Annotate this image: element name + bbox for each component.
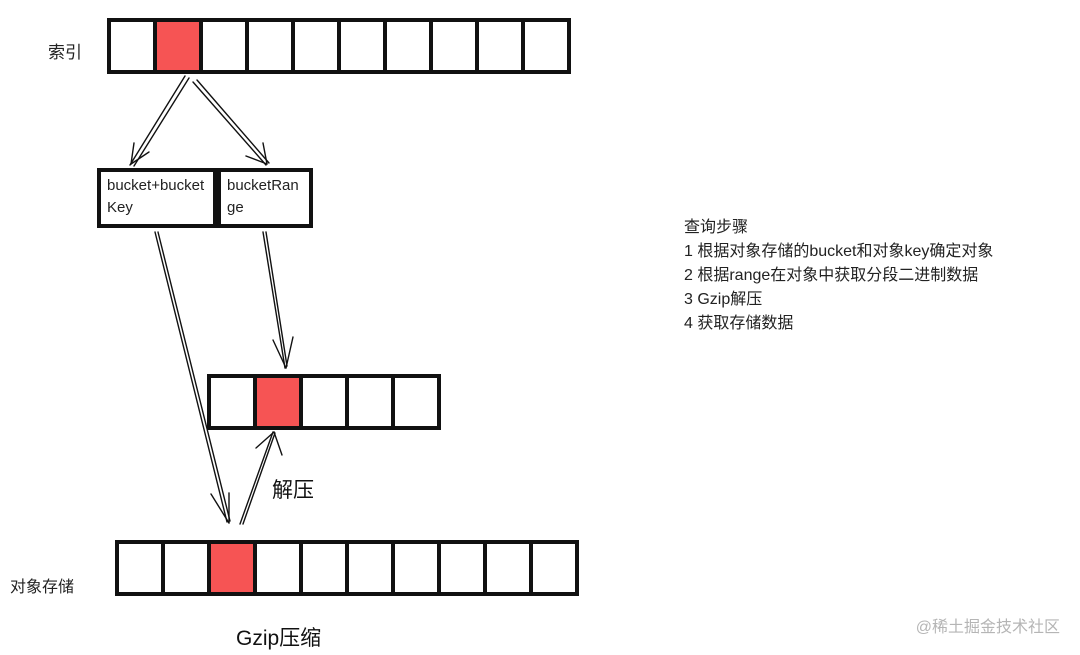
watermark: @稀土掘金技术社区 [915,619,1060,636]
storage-cell [391,540,441,596]
storage-cell [161,540,211,596]
step-3: 3 Gzip解压 [684,291,763,308]
query-steps: 查询步骤 1 根据对象存储的bucket和对象key确定对象 2 根据range… [684,216,993,336]
index-cell [475,18,525,74]
step-2: 2 根据range在对象中获取分段二进制数据 [684,267,979,284]
arrow-index-to-range [192,79,270,166]
arrow-index-to-key [129,75,190,167]
index-cell [521,18,571,74]
step-4: 4 获取存储数据 [684,315,794,332]
bucket-range-box: bucketRange [217,168,313,228]
arrow-storage-to-segment [239,431,283,525]
storage-cell [253,540,303,596]
step-1: 1 根据对象存储的bucket和对象key确定对象 [684,243,994,260]
storage-label: 对象存储 [10,579,75,596]
storage-cell [345,540,395,596]
storage-cell-row [115,540,579,596]
decompress-label: 解压 [272,479,314,502]
steps-title: 查询步骤 [684,219,749,236]
index-cell [291,18,341,74]
arrow-range-to-segment [262,231,294,369]
index-label: 索引 [48,43,82,62]
bucket-key-box: bucket+bucketKey [97,168,217,228]
segment-cell-row [207,374,441,430]
segment-cell [391,374,441,430]
gzip-compress-label: Gzip压缩 [236,627,322,650]
arrow-key-to-storage [154,231,231,524]
index-cell-row [107,18,571,74]
index-cell-highlighted [153,18,203,74]
storage-cell [529,540,579,596]
